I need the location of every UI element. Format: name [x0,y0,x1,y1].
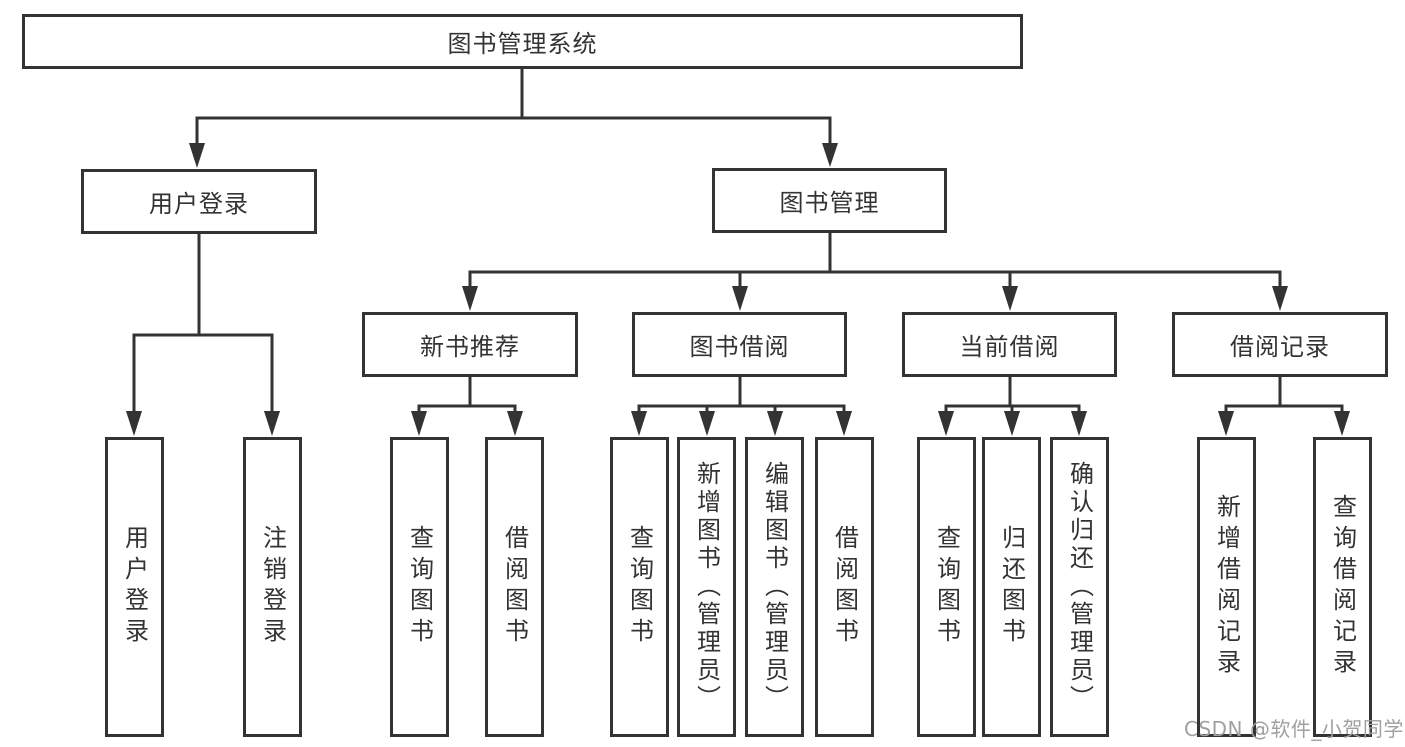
leaf-borrow-books-recommend-label: 借阅图书 [500,525,529,649]
leaf-return-book: 归还图书 [982,437,1041,737]
node-borrowing-records-label: 借阅记录 [1230,333,1330,361]
leaf-borrow-books-borrowing: 借阅图书 [815,437,874,737]
leaf-confirm-return-admin: 确认归还（管理员） [1050,437,1109,737]
leaf-query-books-current-label: 查询图书 [932,525,961,649]
leaf-return-book-label: 归还图书 [997,525,1026,649]
leaf-add-borrow-record-label: 新增借阅记录 [1212,494,1241,680]
node-current-borrowing: 当前借阅 [902,312,1117,377]
leaf-user-login-label: 用户登录 [120,525,149,649]
leaf-user-login: 用户登录 [105,437,164,737]
leaf-query-books-current: 查询图书 [917,437,976,737]
node-user-login: 用户登录 [81,169,317,234]
node-book-management-label: 图书管理 [779,189,880,217]
node-new-book-recommendation-label: 新书推荐 [420,333,520,361]
node-book-borrowing-label: 图书借阅 [689,333,790,361]
leaf-add-borrow-record: 新增借阅记录 [1197,437,1256,737]
leaf-edit-book-admin-label: 编辑图书（管理员） [760,461,789,713]
node-user-login-label: 用户登录 [149,190,249,218]
node-borrowing-records: 借阅记录 [1172,312,1388,377]
leaf-query-books-recommend-label: 查询图书 [405,525,434,649]
leaf-add-book-admin-label: 新增图书（管理员） [692,461,721,713]
leaf-query-borrow-record: 查询借阅记录 [1313,437,1372,737]
leaf-edit-book-admin: 编辑图书（管理员） [745,437,804,737]
leaf-query-books-borrowing-label: 查询图书 [625,525,654,649]
node-current-borrowing-label: 当前借阅 [959,333,1060,361]
node-root: 图书管理系统 [22,14,1023,69]
watermark: CSDN @软件_小贺同学 [1184,717,1404,741]
leaf-logout: 注销登录 [243,437,302,737]
node-new-book-recommendation: 新书推荐 [362,312,578,377]
leaf-add-book-admin: 新增图书（管理员） [677,437,736,737]
node-book-borrowing: 图书借阅 [632,312,847,377]
leaf-borrow-books-borrowing-label: 借阅图书 [830,525,859,649]
node-book-management: 图书管理 [712,168,947,233]
leaf-confirm-return-admin-label: 确认归还（管理员） [1065,461,1094,713]
leaf-query-books-borrowing: 查询图书 [610,437,669,737]
leaf-logout-label: 注销登录 [258,525,287,649]
node-root-label: 图书管理系统 [447,30,598,58]
leaf-query-borrow-record-label: 查询借阅记录 [1328,494,1357,680]
leaf-query-books-recommend: 查询图书 [390,437,449,737]
leaf-borrow-books-recommend: 借阅图书 [485,437,544,737]
